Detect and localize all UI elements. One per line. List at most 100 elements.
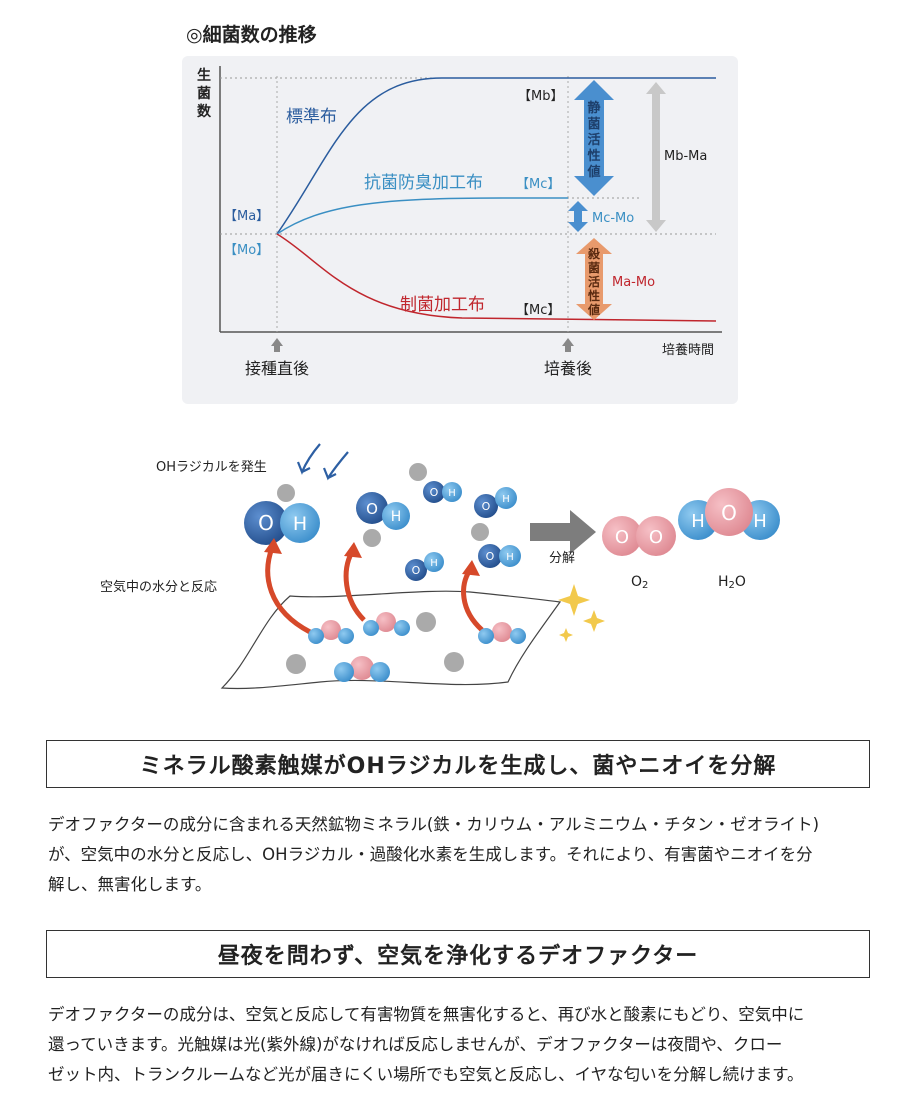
body-line: デオファクターの成分は、空気と反応して有害物質を無害化すると、再び水と酸素にもど… bbox=[48, 1005, 805, 1024]
sparkle-icon bbox=[558, 584, 590, 616]
atom-label: H bbox=[448, 488, 456, 499]
reaction-arrowhead-icon bbox=[344, 542, 362, 558]
ma-mo-label: Ma-Mo bbox=[612, 275, 655, 290]
body-line: デオファクターの成分に含まれる天然鉱物ミネラル(鉄・カリウム・アルミニウム・チタ… bbox=[48, 815, 820, 834]
atom-label: O bbox=[649, 527, 663, 548]
atom-label: O bbox=[486, 550, 495, 563]
atom-label: O bbox=[430, 486, 439, 499]
series-label-antibacterial: 抗菌防臭加工布 bbox=[364, 173, 483, 193]
bacteria-count-chart: 生 菌 数 【Ma】 【Mo】 標準布 抗菌防臭加工布 制菌加工布 【Mb】 【… bbox=[197, 66, 722, 378]
reaction-arrow-icon bbox=[343, 550, 366, 622]
oh-radical-diagram: OHラジカルを発生 O H O H O H O H O H O H 空気中の水分… bbox=[100, 443, 780, 690]
y-axis-label-char: 菌 bbox=[197, 85, 211, 102]
mc-mo-label: Mc-Mo bbox=[592, 211, 634, 226]
hydrogen-atom-icon bbox=[495, 487, 517, 509]
static-activity-char: 活 bbox=[587, 132, 600, 148]
swoosh-arrow-icon bbox=[322, 451, 349, 481]
body-line: ゼット内、トランクルームなど光が届きにくい場所でも空気と反応し、イヤな匂いを分解… bbox=[48, 1065, 804, 1084]
oxygen-atom-icon bbox=[474, 494, 498, 518]
mc-mark-sterilization: 【Mc】 bbox=[516, 303, 560, 318]
reaction-arrowhead-icon bbox=[462, 560, 480, 576]
oxygen-atom-icon bbox=[478, 544, 502, 568]
sparkle-icon bbox=[583, 610, 605, 632]
hydrogen-atom-icon bbox=[382, 502, 410, 530]
oxygen-atom-icon bbox=[244, 501, 288, 545]
bacteria-icon bbox=[277, 463, 489, 674]
static-activity-char: 性 bbox=[587, 148, 600, 164]
start-tick-arrow bbox=[271, 338, 283, 352]
atom-label: H bbox=[293, 513, 307, 535]
x-axis-label: 培養時間 bbox=[662, 342, 714, 358]
series-line-antibacterial bbox=[276, 197, 568, 235]
reaction-arrowhead-icon bbox=[264, 538, 282, 554]
sparkle-icon bbox=[559, 628, 573, 642]
y-axis-label-char: 数 bbox=[197, 103, 212, 120]
atom-label: H bbox=[691, 511, 705, 532]
swoosh-arrow-icon bbox=[296, 443, 321, 475]
decompose-label: 分解 bbox=[549, 551, 575, 566]
end-tick-arrow bbox=[562, 338, 574, 352]
atom-label: O bbox=[412, 564, 421, 577]
kill-activity-arrow bbox=[576, 238, 612, 320]
section-heading: 昼夜を問わず、空気を浄化するデオファクター bbox=[46, 930, 870, 978]
series-label-sterilization: 制菌加工布 bbox=[400, 295, 485, 315]
ma-mark: 【Ma】 bbox=[224, 209, 269, 224]
atom-label: O bbox=[482, 500, 491, 513]
atom-label: O bbox=[366, 500, 378, 518]
kill-activity-char: 性 bbox=[587, 288, 600, 303]
oxygen-atom-icon bbox=[405, 559, 427, 581]
hydrogen-atom-icon bbox=[424, 552, 444, 572]
static-activity-char: 静 bbox=[587, 100, 600, 116]
section-body: デオファクターの成分に含まれる天然鉱物ミネラル(鉄・カリウム・アルミニウム・チタ… bbox=[48, 810, 874, 900]
oxygen-atom-icon bbox=[602, 516, 642, 556]
atom-label: O bbox=[615, 527, 629, 548]
oh-generation-label: OHラジカルを発生 bbox=[156, 460, 267, 475]
kill-activity-char: 活 bbox=[588, 274, 600, 289]
decompose-arrow-icon bbox=[530, 510, 596, 554]
oxygen-atom-icon bbox=[705, 488, 753, 536]
h2o-label: H2O bbox=[718, 574, 746, 591]
body-line: 還っていきます。光触媒は光(紫外線)がなければ反応しませんが、デオファクターは夜… bbox=[48, 1035, 783, 1054]
mc-mo-arrow bbox=[568, 201, 588, 232]
chart-title: ◎細菌数の推移 bbox=[186, 24, 317, 46]
fabric-sheet bbox=[220, 590, 562, 690]
mo-mark: 【Mo】 bbox=[224, 243, 269, 258]
atom-label: O bbox=[258, 511, 274, 535]
static-activity-char: 値 bbox=[586, 164, 600, 180]
kill-activity-char: 値 bbox=[587, 302, 600, 317]
atom-label: H bbox=[391, 509, 402, 525]
y-axis-label-char: 生 bbox=[197, 67, 211, 84]
atom-label: O bbox=[721, 501, 737, 525]
atom-label: H bbox=[502, 494, 510, 505]
static-activity-char: 菌 bbox=[587, 116, 600, 132]
section-heading: ミネラル酸素触媒がOHラジカルを生成し、菌やニオイを分解 bbox=[46, 740, 870, 788]
oxygen-atom-icon bbox=[636, 516, 676, 556]
series-line-standard bbox=[276, 77, 716, 235]
x-tick-start: 接種直後 bbox=[245, 359, 309, 378]
air-reaction-label: 空気中の水分と反応 bbox=[100, 579, 217, 595]
mb-ma-arrow bbox=[646, 82, 666, 232]
section-body: デオファクターの成分は、空気と反応して有害物質を無害化すると、再び水と酸素にもど… bbox=[48, 1000, 874, 1090]
x-tick-end: 培養後 bbox=[544, 359, 592, 378]
body-line: 解し、無害化します。 bbox=[48, 875, 212, 894]
kill-activity-char: 菌 bbox=[588, 260, 600, 275]
static-activity-arrow bbox=[574, 80, 614, 196]
atom-label: H bbox=[430, 558, 438, 569]
oxygen-atom-icon bbox=[356, 492, 388, 524]
oxygen-atom-icon bbox=[423, 481, 445, 503]
hydrogen-atom-icon bbox=[499, 545, 521, 567]
series-label-standard: 標準布 bbox=[286, 107, 337, 127]
o2-label: O2 bbox=[631, 574, 648, 591]
body-line: が、空気中の水分と反応し、OHラジカル・過酸化水素を生成します。それにより、有害… bbox=[48, 845, 813, 864]
mb-ma-label: Mb-Ma bbox=[664, 149, 707, 164]
water-molecule-icon bbox=[308, 612, 526, 682]
atom-label: H bbox=[753, 511, 767, 532]
reaction-arrow-icon bbox=[265, 547, 312, 635]
kill-activity-char: 殺 bbox=[587, 246, 601, 261]
hydrogen-atom-icon bbox=[442, 482, 462, 502]
series-line-sterilization bbox=[276, 233, 717, 322]
mb-mark: 【Mb】 bbox=[518, 89, 563, 104]
hydrogen-atom-icon bbox=[280, 503, 320, 543]
atom-label: H bbox=[506, 552, 514, 563]
mc-mark-antibacterial: 【Mc】 bbox=[516, 177, 560, 192]
